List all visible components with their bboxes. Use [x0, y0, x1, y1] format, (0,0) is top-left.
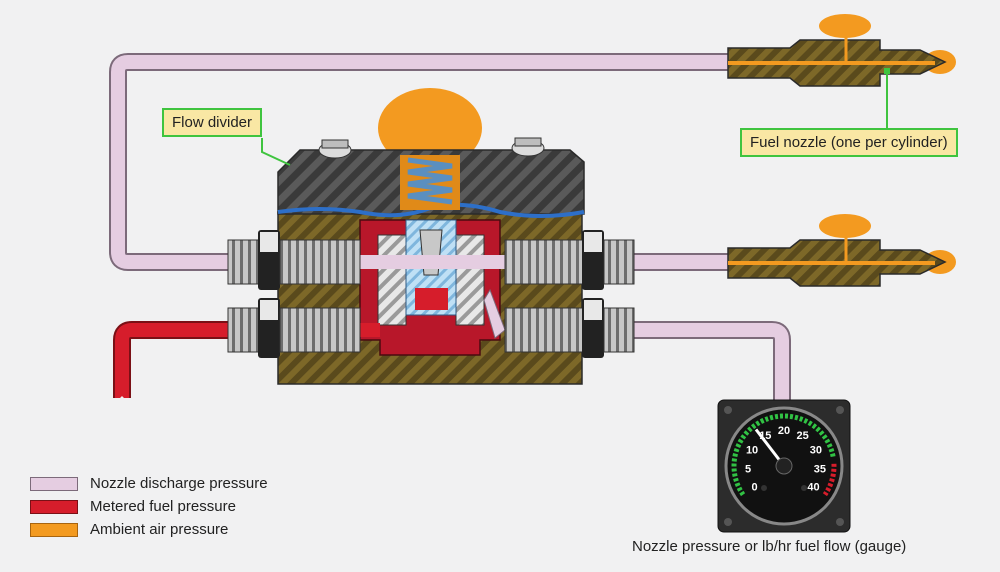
legend-item-metered-fuel: Metered fuel pressure	[30, 495, 268, 518]
gauge-scale-arcs	[731, 413, 837, 497]
gauge-tick-label: 25	[797, 430, 809, 442]
legend-item-ambient-air: Ambient air pressure	[30, 518, 268, 541]
metered-fuel-line	[112, 321, 232, 402]
gauge-red-arc	[822, 463, 837, 497]
gauge-tick-label: 40	[807, 482, 819, 494]
gauge-tick-label: 35	[814, 463, 826, 475]
fuel-nozzle-top	[727, 14, 956, 87]
legend-label: Metered fuel pressure	[90, 498, 236, 515]
legend-swatch	[30, 499, 78, 514]
legend-label: Ambient air pressure	[90, 521, 229, 538]
legend-item-nozzle-discharge: Nozzle discharge pressure	[30, 472, 268, 495]
fittings	[227, 230, 635, 358]
gauge-tick-label: 10	[746, 444, 758, 456]
fuel-nozzle-callout: Fuel nozzle (one per cylinder)	[740, 128, 958, 157]
fuel-nozzle-bottom	[727, 214, 956, 287]
gauge-green-arc	[731, 413, 836, 497]
legend-label: Nozzle discharge pressure	[90, 475, 268, 492]
gauge-caption: Nozzle pressure or lb/hr fuel flow (gaug…	[632, 538, 907, 555]
flow-divider-callout: Flow divider	[162, 108, 263, 137]
gauge-tick-label: 5	[745, 463, 751, 475]
gauge-tick-label: 20	[778, 425, 790, 437]
callout-leaders	[261, 70, 888, 166]
gauge-tick-label: 0	[751, 482, 757, 494]
nozzle-discharge-lines	[109, 53, 791, 400]
legend: Nozzle discharge pressure Metered fuel p…	[30, 472, 268, 541]
flow-divider-body	[277, 88, 585, 385]
gauge-tick-label: 30	[810, 444, 822, 456]
legend-swatch	[30, 476, 78, 491]
legend-swatch	[30, 522, 78, 537]
